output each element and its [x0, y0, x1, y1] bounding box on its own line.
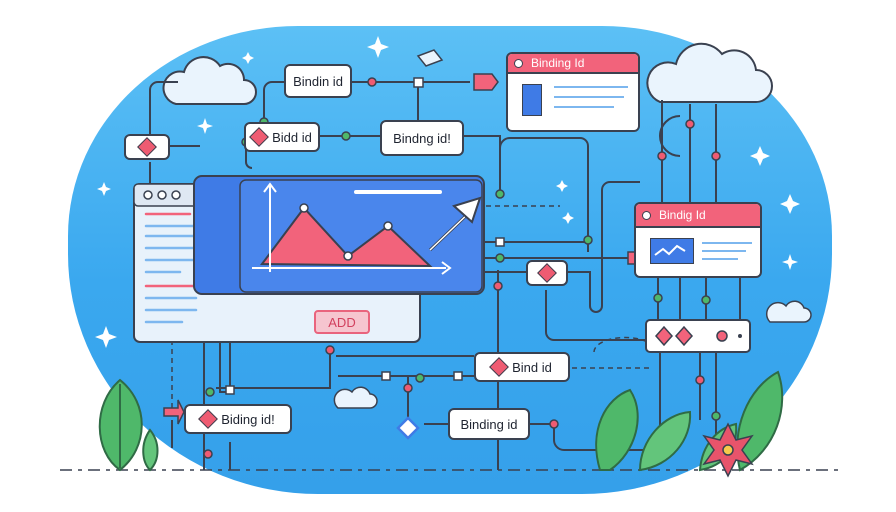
- label-text: Bind id: [512, 359, 552, 375]
- label-text: Bidd id: [272, 129, 312, 145]
- small-connectors: [225, 77, 505, 395]
- cloud-icon-left: [162, 56, 257, 105]
- label-text: Bindng id!: [393, 130, 451, 146]
- label-top-binding: Bindin id: [284, 64, 352, 98]
- diamond-icon: [137, 137, 157, 157]
- label-bidd: Bidd id: [244, 122, 320, 152]
- text-line: [554, 96, 624, 98]
- panel-header: Binding Id: [508, 54, 638, 74]
- paper-plane-icon: [416, 49, 444, 67]
- label-biding-bottom: Biding id!: [184, 404, 292, 434]
- label-text: Bindin id: [293, 73, 343, 89]
- cloud-icon-right: [646, 42, 773, 103]
- plant-left: [98, 378, 159, 472]
- label-text: Biding id!: [221, 411, 275, 427]
- right-panel-stand: [645, 319, 751, 353]
- panel-title: Bindig Id: [659, 208, 706, 222]
- main-chart-window: [193, 175, 485, 295]
- arrow-tag-icon: [473, 73, 499, 91]
- panel-top: Binding Id: [506, 52, 640, 132]
- label-text: Binding id: [460, 416, 518, 432]
- label-bind-id: Bind id: [474, 352, 570, 382]
- arrow-marker-icon: [163, 399, 185, 425]
- plant-right: [595, 370, 784, 472]
- text-line: [702, 250, 746, 252]
- diamond-icon: [249, 127, 270, 147]
- window-dot-icon: [642, 210, 651, 220]
- tag-node-middle: [526, 260, 568, 286]
- sparkle-icons: [95, 36, 800, 348]
- image-placeholder-icon: [522, 84, 542, 116]
- panel-right: Bindig Id: [634, 202, 762, 278]
- panel-title: Binding Id: [531, 56, 585, 70]
- diamond-icon: [198, 409, 219, 429]
- label-bindng: Bindng id!: [380, 120, 464, 156]
- panel-header: Bindig Id: [636, 204, 760, 228]
- tag-node-left: [124, 134, 170, 160]
- text-line: [554, 106, 614, 108]
- junction-dots: [199, 77, 721, 459]
- text-line: [554, 86, 628, 88]
- cloud-icon-small: [333, 300, 812, 409]
- flower-icon: [702, 422, 754, 478]
- mini-chart-icon: [650, 238, 694, 264]
- text-line: [702, 258, 738, 260]
- add-button[interactable]: ADD: [314, 310, 370, 334]
- label-binding-bottom: Binding id: [448, 408, 530, 440]
- diamond-icon: [489, 357, 510, 377]
- add-button-label: ADD: [328, 314, 356, 330]
- diamond-icon: [537, 263, 557, 283]
- text-line: [702, 242, 752, 244]
- window-dot-icon: [514, 58, 523, 68]
- diamond-node-icon: [396, 416, 420, 440]
